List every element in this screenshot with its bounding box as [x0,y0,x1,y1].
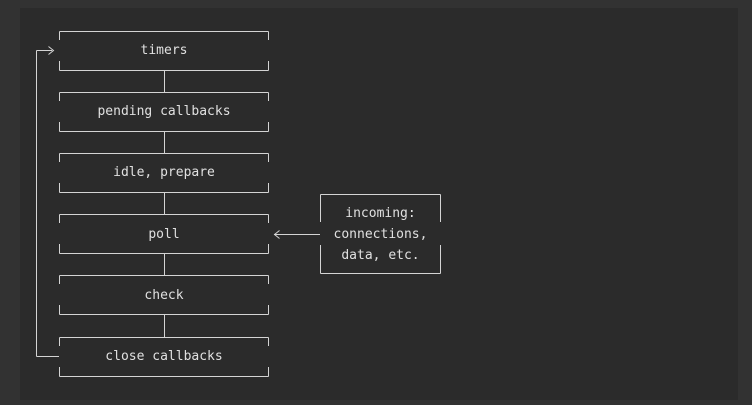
diagram-panel [20,8,738,400]
incoming-label-line2: connections, [333,227,428,242]
stage-box-poll [59,214,269,254]
loop-back-arrow [36,46,59,357]
stage-box-idle-prepare [59,153,269,193]
stage-box-close-callbacks [59,337,269,377]
stage-label-timers: timers [140,43,188,58]
stage-label-poll: poll [148,227,180,242]
incoming-box [320,194,441,274]
incoming-label-line3: data, etc. [341,248,420,263]
incoming-label-line1: incoming: [345,206,416,221]
stage-label-close-callbacks: close callbacks [105,349,223,364]
incoming-arrow [273,230,320,239]
stage-label-idle-prepare: idle, prepare [113,165,215,180]
stage-box-timers [59,31,269,71]
stage-label-check: check [144,288,184,303]
stage-label-pending-callbacks: pending callbacks [97,104,231,119]
stage-box-check [59,275,269,315]
stage-box-pending-callbacks [59,92,269,132]
